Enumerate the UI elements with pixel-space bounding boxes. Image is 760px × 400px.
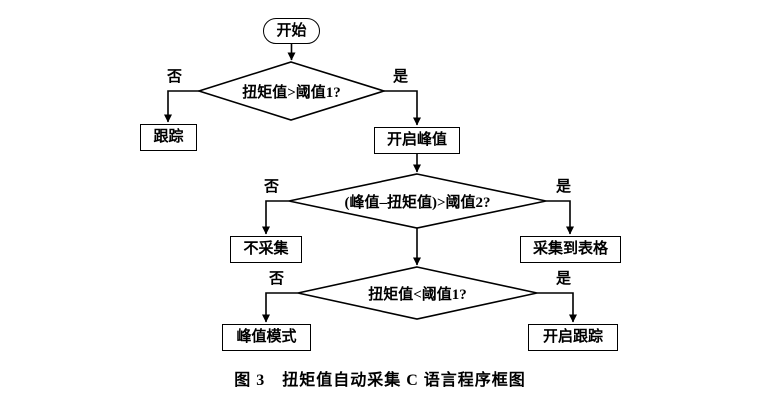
start-node: 开始 [263, 18, 320, 44]
collect-table-node: 采集到表格 [520, 236, 621, 263]
decision2-yes-label: 是 [556, 179, 572, 195]
decision3-no-label: 否 [269, 271, 285, 287]
peak-mode-node: 峰值模式 [222, 324, 311, 351]
enable-peak-node: 开启峰值 [374, 127, 460, 154]
decision1-yes-label: 是 [393, 69, 409, 85]
arrow-decision1-no-to-track [164, 90, 199, 123]
arrow-decision1-yes-to-enable-peak [384, 90, 421, 126]
arrow-decision2-yes-to-collect-table [546, 200, 574, 235]
decision3-label: 扭矩值<阈值1? [368, 286, 467, 303]
decision2-label: (峰值–扭矩值)>阈值2? [344, 194, 491, 211]
no-collect-node: 不采集 [230, 236, 302, 263]
figure-caption: 图 3 扭矩值自动采集 C 语言程序框图 [234, 372, 526, 389]
arrow-decision3-yes-to-enable-track [537, 292, 577, 323]
track-node: 跟踪 [140, 124, 197, 151]
arrow-decision2-no-to-no-collect [262, 200, 289, 235]
enable-track-node: 开启跟踪 [528, 324, 618, 351]
arrow-decision3-no-to-peak-mode [262, 292, 298, 323]
decision1-diamond [196, 61, 387, 121]
decision1-label: 扭矩值>阈值1? [242, 84, 341, 101]
decision3-yes-label: 是 [556, 271, 572, 287]
decision3-diamond [297, 266, 538, 320]
decision1-no-label: 否 [167, 69, 183, 85]
decision2-no-label: 否 [264, 179, 280, 195]
